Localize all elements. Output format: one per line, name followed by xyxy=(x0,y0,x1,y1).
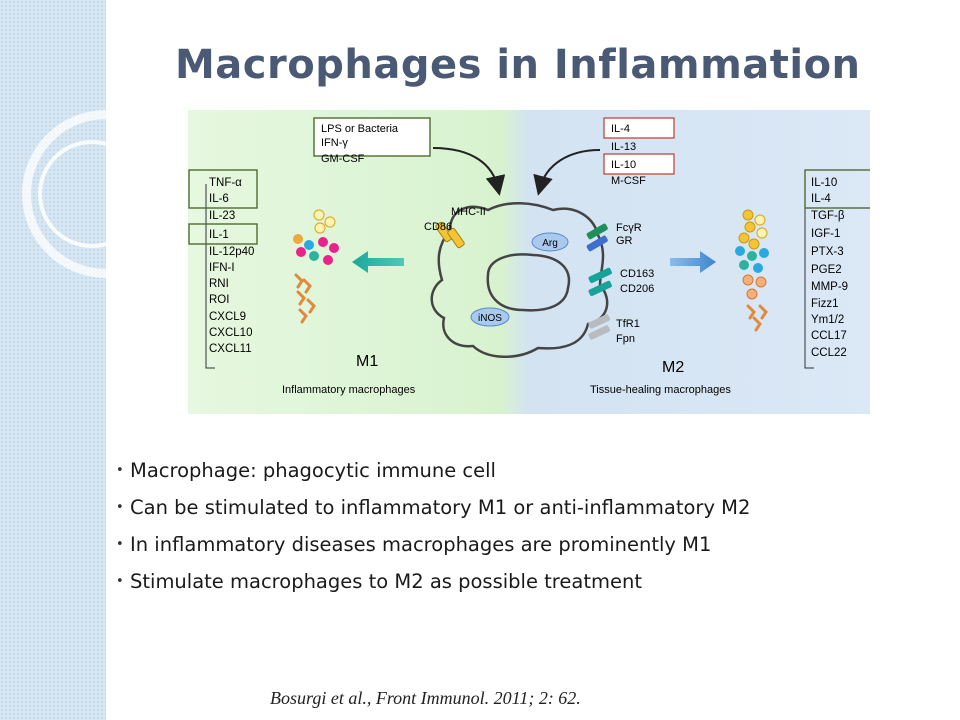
m1-stimuli-arrow xyxy=(432,147,506,196)
m1-label: M1 xyxy=(356,353,378,370)
m1-factor: IL-1 xyxy=(209,229,229,241)
arg-enzyme-label: Arg xyxy=(542,238,558,249)
macrophage-polarization-diagram: TNF-α IL-6 IL-23 IL-1 IL-12p40 IFN-I RNI… xyxy=(188,110,870,414)
m1-secreted-molecules-icon xyxy=(293,209,339,324)
m1-caption: Inflammatory macrophages xyxy=(282,384,416,396)
m2-factor: CCL17 xyxy=(811,330,847,342)
bullet-item: Can be stimulated to inflammatory M1 or … xyxy=(116,492,916,529)
m2-stimulus: IL-13 xyxy=(611,141,636,153)
m2-factor: PGE2 xyxy=(811,264,842,276)
m1-factor: IL-23 xyxy=(209,210,235,222)
m1-receptor-icon xyxy=(435,221,465,249)
m2-label: M2 xyxy=(662,359,684,376)
m1-highlight-box-top xyxy=(188,169,258,209)
m2-factor: TGF-β xyxy=(811,210,845,222)
m2-factor: IGF-1 xyxy=(811,228,840,240)
macrophage-nucleus xyxy=(486,253,571,312)
m1-secreted-list: TNF-α IL-6 IL-23 IL-1 IL-12p40 IFN-I RNI… xyxy=(188,169,258,369)
m2-secreted-molecules-icon xyxy=(735,209,769,332)
inos-enzyme-label: iNOS xyxy=(478,313,502,324)
bullet-item: Macrophage: phagocytic immune cell xyxy=(116,455,916,492)
m1-factor: CXCL9 xyxy=(209,311,246,323)
m1-highlight-box-il1 xyxy=(188,223,258,245)
m1-factor: ROI xyxy=(209,294,229,306)
m2-factor: CCL22 xyxy=(811,347,847,359)
m2-output-arrow xyxy=(670,251,716,273)
bullet-item: In inflammatory diseases macrophages are… xyxy=(116,529,916,566)
m2-stimulus: IL-10 xyxy=(611,159,636,171)
m2-secreted-list: IL-10 IL-4 TGF-β IGF-1 PTX-3 PGE2 MMP-9 … xyxy=(804,169,870,369)
m1-factor: IL-6 xyxy=(209,193,229,205)
m2-receptor-label: TfR1 xyxy=(616,318,640,330)
m2-factor: Fizz1 xyxy=(811,298,838,310)
bullet-item: Stimulate macrophages to M2 as possible … xyxy=(116,566,916,603)
m1-factor: CXCL10 xyxy=(209,327,252,339)
m1-stimulus: LPS or Bacteria xyxy=(321,123,399,135)
decorative-ring-large xyxy=(22,110,190,278)
m2-stimuli-box: IL-4 IL-13 IL-10 M-CSF xyxy=(603,117,675,187)
m1-receptor-label: CD86 xyxy=(424,221,452,233)
m2-caption: Tissue-healing macrophages xyxy=(590,384,731,396)
diagram-background xyxy=(188,110,870,414)
m1-factor: TNF-α xyxy=(209,177,242,189)
citation: Bosurgi et al., Front Immunol. 2011; 2: … xyxy=(270,688,581,708)
m2-stimuli-arrow xyxy=(533,149,601,196)
m2-receptor-label: CD163 xyxy=(620,268,654,280)
m1-stimulus: GM-CSF xyxy=(321,153,365,165)
inos-enzyme-icon xyxy=(470,307,510,327)
m2-factor: Ym1/2 xyxy=(811,314,844,326)
m1-receptor-label: MHC-II xyxy=(451,206,486,218)
m2-factor: MMP-9 xyxy=(811,281,848,293)
m1-stimulus: IFN-γ xyxy=(321,137,348,149)
m2-receptor-icon xyxy=(586,223,612,340)
bullet-list: Macrophage: phagocytic immune cell Can b… xyxy=(116,455,916,603)
m2-receptor-label: FcγR xyxy=(616,222,642,234)
decorative-side-strip xyxy=(0,0,106,720)
m2-receptor-label: GR xyxy=(616,235,633,247)
m2-factor: IL-4 xyxy=(811,193,831,205)
m2-stimulus: M-CSF xyxy=(611,175,646,187)
m2-highlight-box-top xyxy=(804,169,870,209)
m1-factor: IFN-I xyxy=(209,262,235,274)
arg-enzyme-icon xyxy=(531,232,569,252)
m1-factor: CXCL11 xyxy=(209,343,252,355)
m2-factor: IL-10 xyxy=(811,177,837,189)
m2-receptor-label: Fpn xyxy=(616,333,635,345)
m2-factor: PTX-3 xyxy=(811,246,844,258)
macrophage-cell-membrane xyxy=(430,202,609,358)
m1-output-arrow xyxy=(352,251,404,273)
m2-receptor-label: CD206 xyxy=(620,283,654,295)
m1-factor: RNI xyxy=(209,278,229,290)
decorative-ring-small xyxy=(38,140,146,248)
m2-stimulus: IL-4 xyxy=(611,123,630,135)
m1-factor: IL-12p40 xyxy=(209,246,254,258)
slide-title: Macrophages in Inflammation xyxy=(175,42,861,88)
m1-stimuli-box: LPS or Bacteria IFN-γ GM-CSF xyxy=(313,117,431,165)
